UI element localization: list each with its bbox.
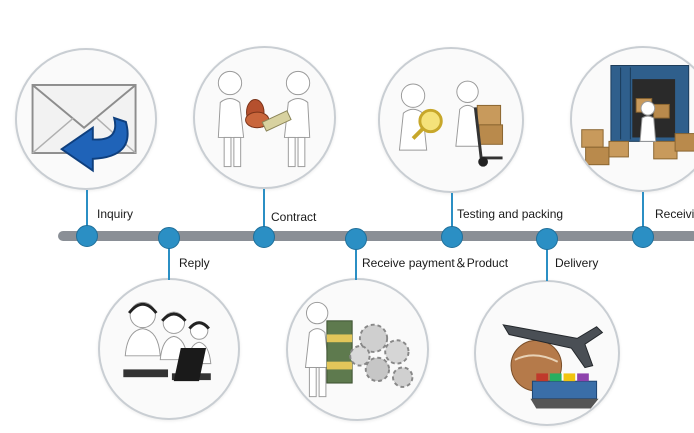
inquiry-label: Inquiry — [97, 207, 134, 221]
inquiry-connector — [86, 190, 88, 236]
reply-label: Reply — [179, 256, 210, 270]
receiving-marker — [632, 226, 654, 248]
delivery-image — [474, 280, 620, 426]
testing-packing-label: Testing and packing — [457, 207, 564, 221]
call-center-icon — [123, 301, 212, 382]
reply-image — [98, 278, 240, 420]
container-boxes-icon — [581, 65, 694, 166]
airplane-globe-ship-icon — [502, 324, 604, 409]
contract-marker — [253, 226, 275, 248]
reply-marker — [158, 227, 180, 249]
receive-payment-image — [286, 278, 429, 421]
delivery-connector — [546, 241, 548, 281]
inspection-packing-icon — [398, 80, 504, 167]
receive-payment-connector — [355, 240, 357, 280]
contract-connector — [263, 189, 265, 235]
testing-packing-image — [378, 47, 524, 193]
delivery-label: Delivery — [555, 256, 599, 270]
receive-payment-label: Receive payment＆Product — [362, 256, 509, 270]
receive-payment-marker — [345, 228, 367, 250]
timeline-bar — [58, 231, 694, 241]
handshake-figures-icon — [217, 70, 311, 168]
contract-image — [193, 46, 336, 189]
inquiry-marker — [76, 225, 98, 247]
envelope-reply-icon — [31, 84, 137, 173]
reply-connector — [168, 238, 170, 280]
receiving-image — [570, 46, 694, 192]
contract-label: Contract — [271, 210, 317, 224]
money-gears-icon — [304, 301, 414, 398]
testing-packing-connector — [451, 193, 453, 235]
testing-packing-marker — [441, 226, 463, 248]
receiving-connector — [642, 192, 644, 236]
receiving-label: Receivi — [655, 207, 694, 221]
inquiry-image — [15, 48, 157, 190]
delivery-marker — [536, 228, 558, 250]
